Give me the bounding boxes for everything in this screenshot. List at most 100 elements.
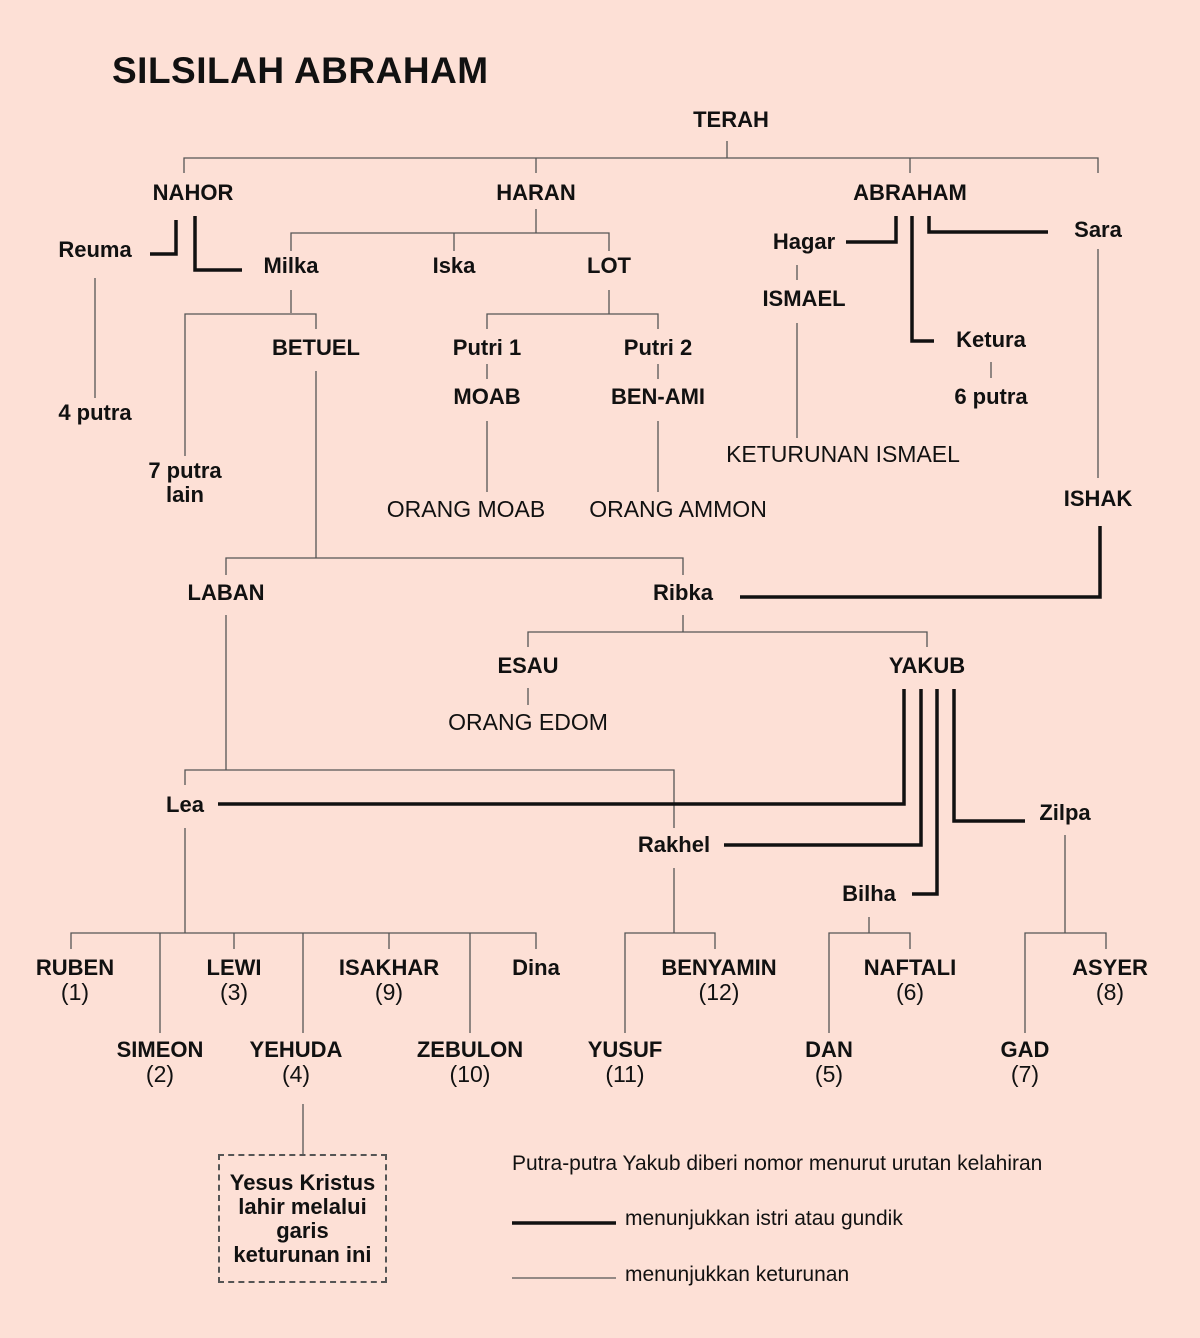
group-reuma-sons: 4 putra <box>58 400 132 425</box>
son-naftali-order: (6) <box>895 979 925 1005</box>
group-milka-sons-line-1: 7 putra <box>148 458 222 483</box>
descent-line-22 <box>225 557 684 575</box>
son-yehuda-name: YEHUDA <box>249 1037 343 1062</box>
person-milka: Milka <box>263 253 319 278</box>
descent-line-23 <box>527 631 928 647</box>
descent-line-36 <box>624 932 716 1033</box>
son-dan: DAN (5) <box>805 1037 853 1087</box>
son-lewi-order: (3) <box>219 979 249 1005</box>
spouse-line-3 <box>846 216 898 244</box>
spouse-line-9 <box>912 689 939 896</box>
descent-line-40 <box>1024 932 1107 1033</box>
son-yusuf-order: (11) <box>605 1061 645 1087</box>
son-ruben: RUBEN (1) <box>35 955 115 1005</box>
person-ishak: ISHAK <box>1063 486 1133 511</box>
descent-line-10 <box>486 313 659 329</box>
son-yusuf: YUSUF (11) <box>587 1037 663 1087</box>
son-lewi-name: LEWI <box>206 955 262 980</box>
son-yehuda: YEHUDA (4) <box>249 1037 343 1087</box>
person-zilpa: Zilpa <box>1039 800 1091 825</box>
son-zebulon-order: (10) <box>449 1061 491 1087</box>
son-zebulon-name: ZEBULON <box>416 1037 524 1062</box>
legend-thin-label: menunjukkan keturunan <box>625 1263 850 1286</box>
son-ruben-name: RUBEN <box>35 955 115 980</box>
spouse-line-8 <box>724 689 923 847</box>
person-lot: LOT <box>587 253 631 278</box>
people-edom: ORANG EDOM <box>448 709 608 735</box>
person-esau: ESAU <box>497 653 559 678</box>
son-simeon-name: SIMEON <box>116 1037 204 1062</box>
person-ben-ami: BEN-AMI <box>610 384 706 409</box>
son-isakhar-order: (9) <box>374 979 404 1005</box>
person-putri-1: Putri 1 <box>452 335 522 360</box>
son-dan-name: DAN <box>805 1037 853 1062</box>
son-benyamin-order: (12) <box>698 979 740 1005</box>
spouse-line-1 <box>150 220 178 256</box>
person-nahor: NAHOR <box>152 180 234 205</box>
spouse-line-2 <box>193 216 242 272</box>
descent-line-1 <box>183 157 1099 173</box>
note-line-1: Yesus Kristus <box>229 1169 376 1195</box>
son-simeon-order: (2) <box>145 1061 175 1087</box>
spouse-line-5 <box>910 216 934 343</box>
person-rakhel: Rakhel <box>637 832 711 857</box>
son-naftali-name: NAFTALI <box>863 955 957 980</box>
son-simeon: SIMEON (2) <box>116 1037 204 1087</box>
son-isakhar-name: ISAKHAR <box>338 955 440 980</box>
son-dan-order: (5) <box>814 1061 844 1087</box>
note-line-2: lahir melalui <box>238 1193 367 1219</box>
person-bilha: Bilha <box>842 881 896 906</box>
legend-intro: Putra-putra Yakub diberi nomor menurut u… <box>512 1152 1043 1175</box>
descent-line-38 <box>828 932 911 1033</box>
son-yusuf-name: YUSUF <box>587 1037 663 1062</box>
group-milka-sons-line-2: lain <box>166 482 204 507</box>
son-naftali: NAFTALI (6) <box>863 955 957 1005</box>
person-hagar: Hagar <box>772 229 836 254</box>
person-putri-2: Putri 2 <box>623 335 693 360</box>
group-ketura-sons: 6 putra <box>954 384 1028 409</box>
son-ruben-order: (1) <box>60 979 90 1005</box>
legend-thick-label: menunjukkan istri atau gundik <box>625 1207 903 1230</box>
person-betuel: BETUEL <box>272 335 360 360</box>
people-moab: ORANG MOAB <box>386 496 546 522</box>
spouse-line-10 <box>952 689 1025 823</box>
son-yehuda-order: (4) <box>281 1061 311 1087</box>
son-gad: GAD (7) <box>1000 1037 1050 1087</box>
person-yakub: YAKUB <box>888 653 966 678</box>
son-isakhar: ISAKHAR (9) <box>338 955 440 1005</box>
son-gad-order: (7) <box>1010 1061 1040 1087</box>
person-laban: LABAN <box>187 580 265 605</box>
person-abraham: ABRAHAM <box>853 180 967 205</box>
descent-line-5 <box>290 232 610 251</box>
person-moab: MOAB <box>453 384 521 409</box>
person-lea: Lea <box>166 792 204 817</box>
page-title: SILSILAH ABRAHAM <box>112 50 489 91</box>
spouse-line-4 <box>927 216 1048 234</box>
people-ammon: ORANG AMMON <box>589 496 767 522</box>
person-haran: HARAN <box>496 180 576 205</box>
son-asyer: ASYER (8) <box>1072 956 1148 1005</box>
person-iska: Iska <box>432 253 476 278</box>
jesus-lineage-note: Yesus Kristus lahir melalui garis keturu… <box>218 1154 387 1283</box>
person-ribka: Ribka <box>653 580 713 605</box>
son-asyer-order: (8) <box>1095 979 1125 1005</box>
spouse-line-7 <box>218 689 906 806</box>
person-reuma: Reuma <box>58 237 132 262</box>
daughter-dina: Dina <box>512 955 560 980</box>
son-lewi: LEWI (3) <box>206 955 262 1005</box>
descent-line-9 <box>184 313 317 456</box>
note-line-4: keturunan ini <box>233 1241 372 1267</box>
person-sara: Sara <box>1074 217 1122 242</box>
son-zebulon: ZEBULON (10) <box>416 1037 524 1087</box>
descent-line-27 <box>184 769 675 828</box>
person-terah: TERAH <box>693 107 769 132</box>
people-ismael: KETURUNAN ISMAEL <box>726 441 960 467</box>
note-line-3: garis <box>276 1217 329 1243</box>
son-benyamin-name: BENYAMIN <box>661 955 777 980</box>
son-gad-name: GAD <box>1000 1037 1050 1062</box>
son-benyamin: BENYAMIN (12) <box>661 955 777 1005</box>
person-ismael: ISMAEL <box>762 286 846 311</box>
spouse-line-6 <box>740 526 1102 599</box>
